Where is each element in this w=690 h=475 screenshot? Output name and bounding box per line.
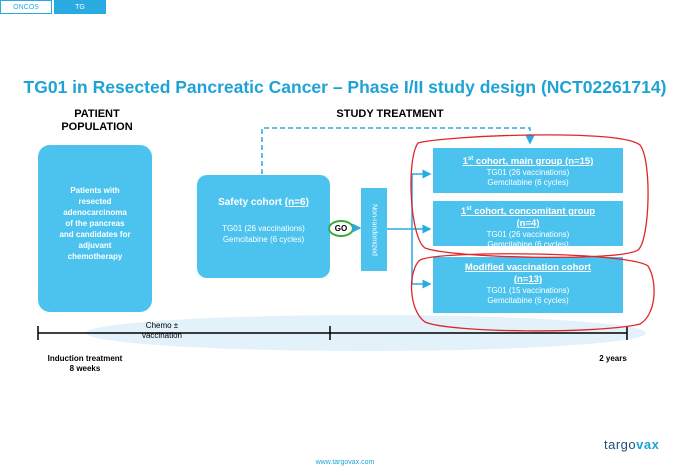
page-title: TG01 in Resected Pancreatic Cancer – Pha… <box>23 77 667 97</box>
chemo-vaccination-label: Chemo ± vaccination <box>141 321 183 340</box>
study-treatment-heading: STUDY TREATMENT <box>336 108 444 120</box>
cohort-title: Modified vaccination cohort <box>464 262 592 273</box>
cohort-line: TG01 (26 vaccinations) <box>486 230 570 240</box>
cohort-concomitant-group-box: 1st cohort, concomitant group (n=4) TG01… <box>432 200 624 250</box>
cohort-title: 1st cohort, main group (n=15) <box>462 156 594 168</box>
patient-line: chemotherapy <box>67 252 123 261</box>
safety-cohort-box: Safety cohort (n=6) TG01 (26 vaccination… <box>197 175 330 278</box>
non-randomized-box: Non-randomized <box>361 188 387 271</box>
tab-tg[interactable]: TG <box>54 0 106 14</box>
two-years-label: 2 years <box>599 354 627 363</box>
cohort-line: Gemcitabine (6 cycles) <box>487 240 569 250</box>
modified-vaccination-cohort-box: Modified vaccination cohort (n=13) TG01 … <box>432 256 624 314</box>
induction-treatment-label: Induction treatment 8 weeks <box>47 354 123 373</box>
patient-line: and candidates for <box>59 230 131 239</box>
red-annotation-circle <box>410 253 655 332</box>
patient-population-box: Patients with resected adenocarcinoma of… <box>38 145 152 312</box>
cohort-line: Gemcitabine (6 cycles) <box>487 178 569 188</box>
patient-line: of the pancreas <box>65 219 125 228</box>
tab-bar: ONCOS TG <box>0 0 106 14</box>
cohort-line: TG01 (15 vaccinations) <box>486 286 570 295</box>
dashed-connector <box>261 127 535 174</box>
cohort-title-n: (n=13) <box>513 274 543 285</box>
patient-line: Patients with <box>70 186 120 195</box>
cohort-title: 1st cohort, concomitant group <box>460 206 596 218</box>
patient-line: adenocarcinoma <box>63 208 127 217</box>
red-annotation-circle <box>410 134 649 259</box>
targovax-logo: targovax <box>604 437 660 452</box>
safety-cohort-title: Safety cohort (n=6) <box>218 197 309 208</box>
cohort-title-n: (n=4) <box>516 218 540 230</box>
cohort-line: Gemcitabine (6 cycles) <box>487 296 569 305</box>
cohort-main-group-box: 1st cohort, main group (n=15) TG01 (26 v… <box>432 147 624 194</box>
patient-line: adjuvant <box>78 241 112 250</box>
tab-oncos[interactable]: ONCOS <box>0 0 52 14</box>
safety-cohort-line: Gemcitabine (6 cycles) <box>222 235 305 244</box>
cohort-line: TG01 (26 vaccinations) <box>486 168 570 178</box>
patient-population-heading: PATIENT POPULATION <box>61 108 133 133</box>
patient-line: resected <box>78 197 112 206</box>
safety-cohort-line: TG01 (26 vaccinations) <box>222 224 305 233</box>
footer-url-link[interactable]: www.targovax.com <box>315 459 375 466</box>
